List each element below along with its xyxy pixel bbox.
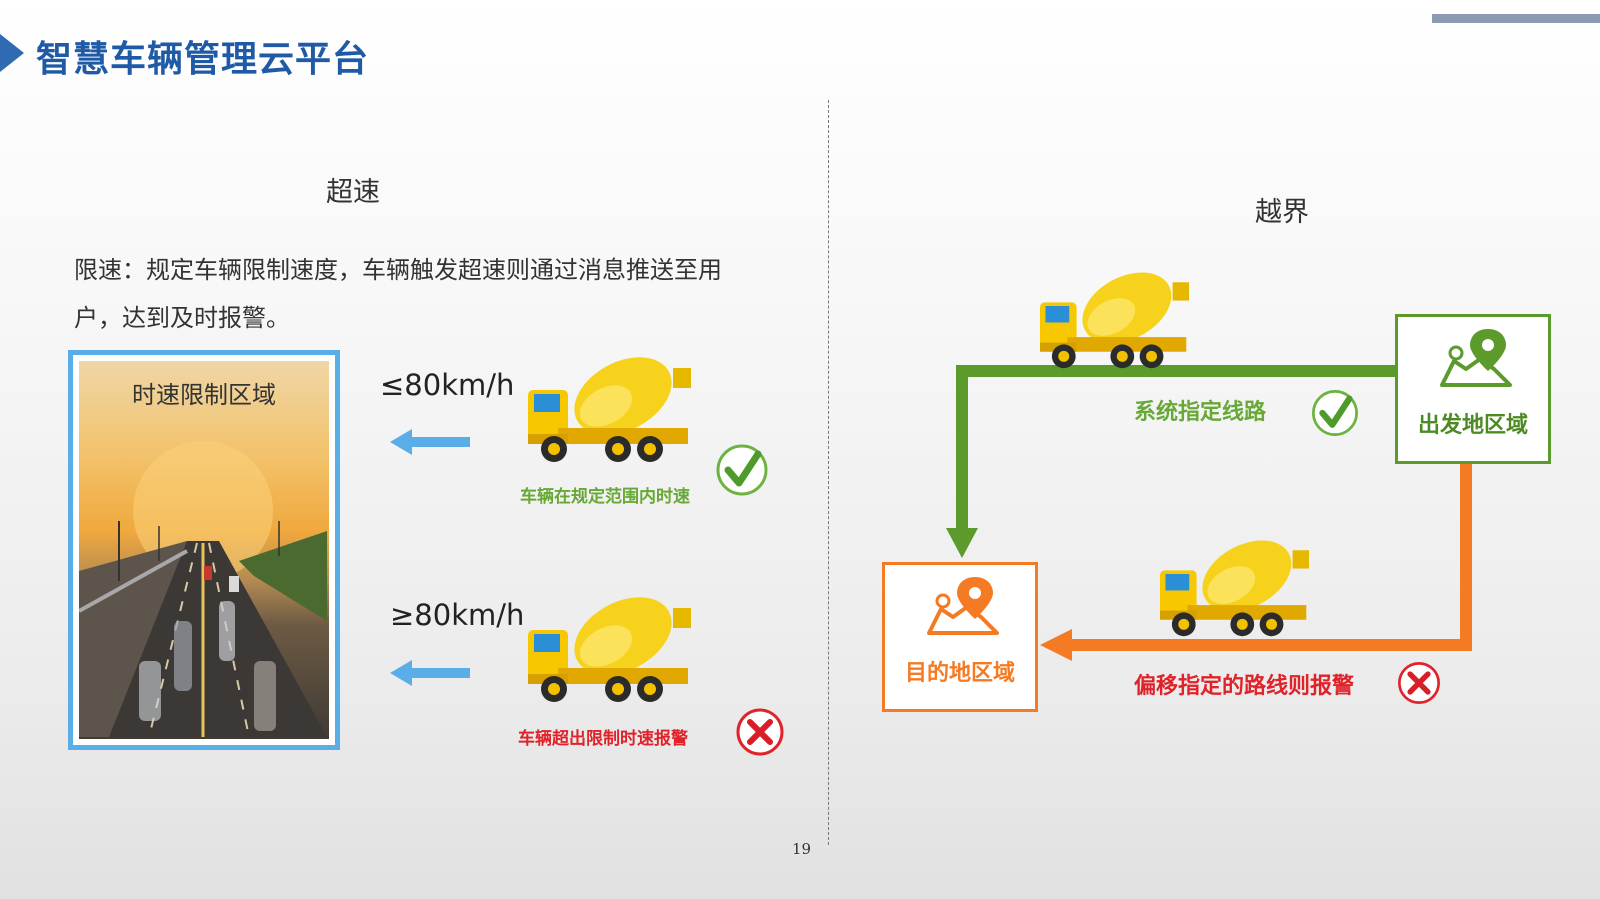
page-number: 19: [792, 840, 812, 858]
speed-zone-label: 时速限制区域: [132, 381, 276, 409]
mixer-truck-icon: [528, 357, 691, 462]
highway-photo: 时速限制区域: [68, 350, 340, 750]
map-pin-icon: [927, 577, 999, 635]
section-divider: [828, 100, 829, 845]
speed-under-limit: ≤80km/h: [380, 368, 515, 402]
speed-over-limit: ≥80km/h: [390, 598, 525, 632]
mixer-truck-icon: [528, 597, 691, 702]
within-limit-caption: 车辆在规定范围内时速: [520, 487, 690, 507]
title-marker-icon: [0, 34, 24, 72]
map-pin-icon: [1440, 329, 1512, 387]
designated-route-caption: 系统指定线路: [1134, 400, 1267, 425]
destination-area-box: 目的地区域: [882, 562, 1038, 712]
cross-icon: [1398, 662, 1440, 704]
route-deviation-caption: 偏移指定的路线则报警: [1134, 674, 1355, 699]
left-arrow-icon: [390, 660, 470, 686]
origin-area-label: 出发地区域: [1417, 413, 1528, 438]
speeding-description: 限速：规定车辆限制速度，车辆触发超速则通过消息推送至用户，达到及时报警。: [74, 256, 722, 332]
highway-scene: [79, 441, 327, 737]
left-arrow-icon: [390, 429, 470, 455]
destination-area-label: 目的地区域: [904, 661, 1015, 686]
origin-area-box: 出发地区域: [1395, 314, 1551, 464]
mixer-truck-icon: [1040, 272, 1190, 369]
out-of-bounds-heading: 越界: [1255, 197, 1309, 228]
check-icon: [716, 444, 768, 496]
mixer-truck-icon: [1160, 540, 1310, 637]
speeding-heading: 超速: [326, 177, 380, 208]
page-title: 智慧车辆管理云平台: [36, 39, 370, 80]
over-limit-caption: 车辆超出限制时速报警: [518, 729, 688, 749]
top-accent-bar: [1432, 14, 1600, 23]
check-icon: [1312, 390, 1358, 436]
cross-icon: [736, 708, 784, 756]
